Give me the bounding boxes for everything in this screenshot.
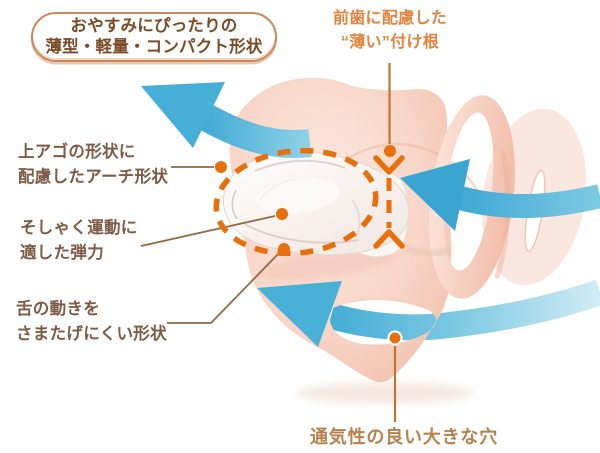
feature-badge: おやすみにぴったりの 薄型・軽量・コンパクト形状 xyxy=(31,12,277,62)
label-upper-jaw-line1: 上アゴの形状に xyxy=(18,143,136,161)
arrowhead xyxy=(257,281,342,347)
callout-marks xyxy=(140,63,405,422)
airflow-arrow-bottom-tail xyxy=(327,279,600,341)
label-upper-jaw-line2: 配慮したアーチ形状 xyxy=(18,168,169,186)
callout-dot-upper-jaw xyxy=(215,161,227,173)
airflow-arrow-bottom-head xyxy=(257,281,342,347)
label-ventilation-text: 通気性の良い大きな穴 xyxy=(310,427,498,447)
callout-dot-tongue xyxy=(278,243,290,255)
callout-line-chewing xyxy=(140,215,276,247)
thin-neck-chevron-down xyxy=(373,155,405,175)
label-front-teeth-line2: “薄い”付け根 xyxy=(340,34,440,51)
arrowhead xyxy=(141,82,225,148)
airflow-arrow-upper-left xyxy=(141,82,312,158)
badge-line-2: 薄型・軽量・コンパクト形状 xyxy=(45,38,263,56)
callout-dot-chewing xyxy=(276,208,288,220)
label-front-teeth-line1: 前歯に配慮した xyxy=(332,10,448,27)
callout-line-tongue xyxy=(167,250,282,324)
badge-line-1: おやすみにぴったりの xyxy=(70,17,238,35)
label-tongue-line1: 舌の動きを xyxy=(16,300,100,318)
callout-dot-ventilation xyxy=(387,330,403,346)
arrowhead xyxy=(400,159,470,231)
thin-neck-chevron-up xyxy=(373,229,405,249)
label-chewing-line2: 適した弾力 xyxy=(20,244,104,262)
arch-shape-dashed-ellipse xyxy=(213,147,379,257)
nipple-bulb xyxy=(222,151,410,256)
label-front-teeth: 前歯に配慮した “薄い”付け根 xyxy=(310,7,470,55)
label-upper-jaw: 上アゴの形状に 配慮したアーチ形状 xyxy=(18,140,168,190)
label-tongue: 舌の動きを さまたげにくい形状 xyxy=(16,297,167,347)
label-ventilation: 通気性の良い大きな穴 xyxy=(310,425,498,450)
label-chewing: そしゃく運動に 適した弾力 xyxy=(20,216,138,266)
label-chewing-line1: そしゃく運動に xyxy=(20,219,138,237)
ground-shadow xyxy=(297,383,473,403)
neck-shadow xyxy=(401,243,451,257)
label-tongue-line2: さまたげにくい形状 xyxy=(16,325,167,343)
callout-dot-front-teeth xyxy=(384,145,396,157)
airflow-arrow-right xyxy=(400,159,600,231)
